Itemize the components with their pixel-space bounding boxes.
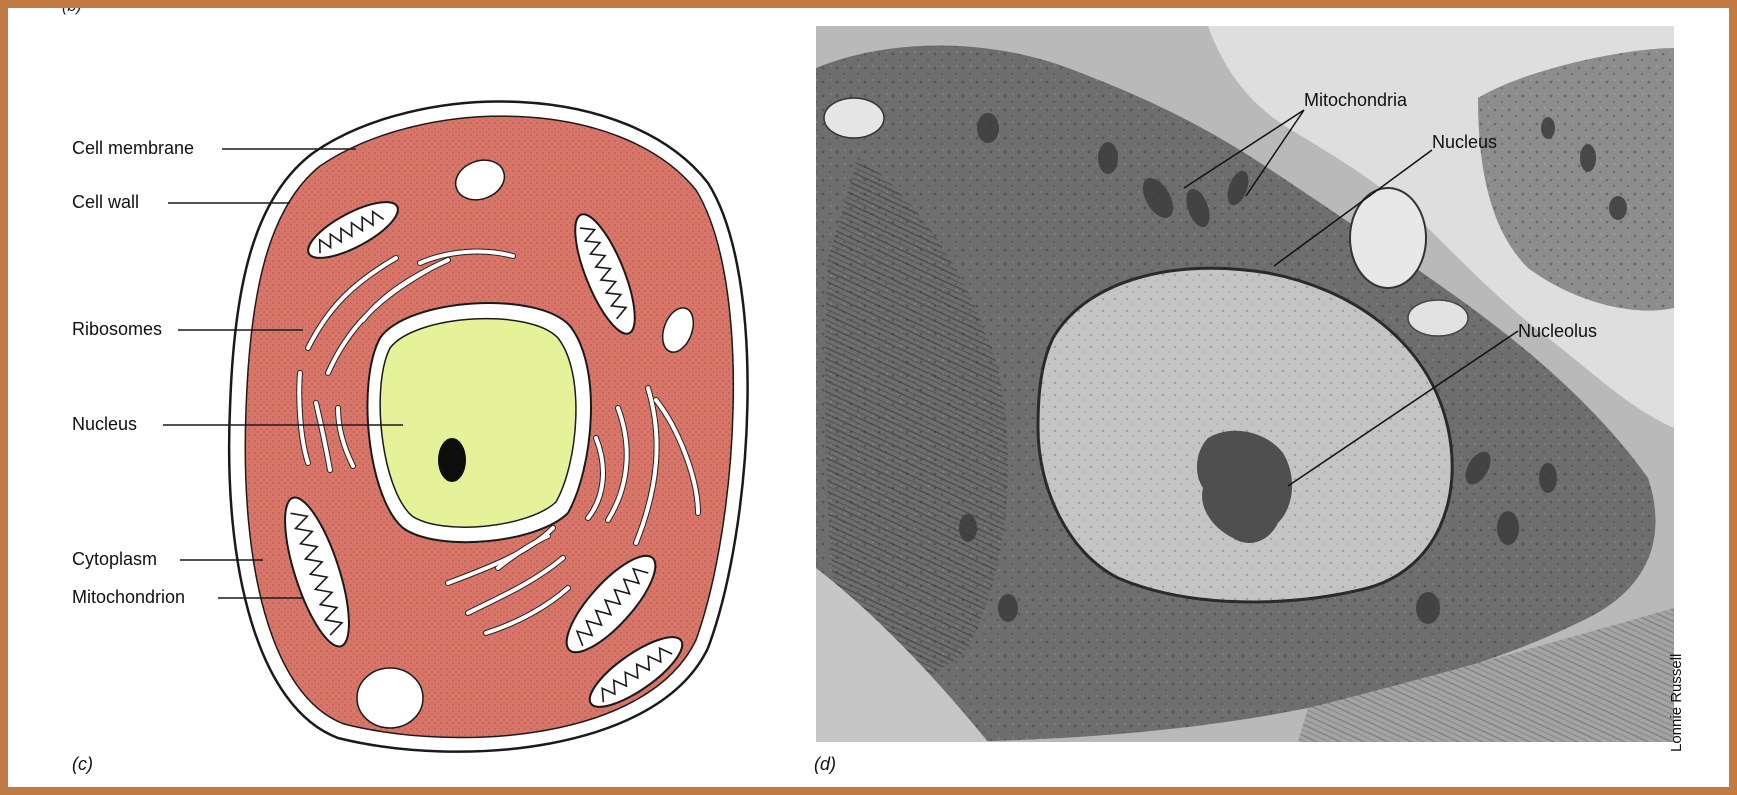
label-cell-wall: Cell wall xyxy=(72,192,139,213)
label-nucleus: Nucleus xyxy=(72,414,137,435)
nucleus-body xyxy=(380,319,576,528)
photo-credit: Lonnie Russell xyxy=(1668,654,1685,752)
label-mitochondrion: Mitochondrion xyxy=(72,587,185,608)
vacuole xyxy=(357,668,423,728)
cell-diagram xyxy=(163,102,748,752)
label-em-nucleus: Nucleus xyxy=(1432,132,1497,153)
label-ribosomes: Ribosomes xyxy=(72,319,162,340)
nucleolus-dot xyxy=(438,438,466,482)
panel-letter-c: (c) xyxy=(72,754,93,775)
label-cytoplasm: Cytoplasm xyxy=(72,549,157,570)
label-mitochondria: Mitochondria xyxy=(1304,90,1407,111)
panel-letter-d: (d) xyxy=(814,754,836,775)
label-cell-membrane: Cell membrane xyxy=(72,138,194,159)
figure-frame: (b) xyxy=(8,8,1729,787)
label-nucleolus: Nucleolus xyxy=(1518,321,1597,342)
micrograph xyxy=(816,26,1674,742)
figure-svg xyxy=(8,8,1729,787)
